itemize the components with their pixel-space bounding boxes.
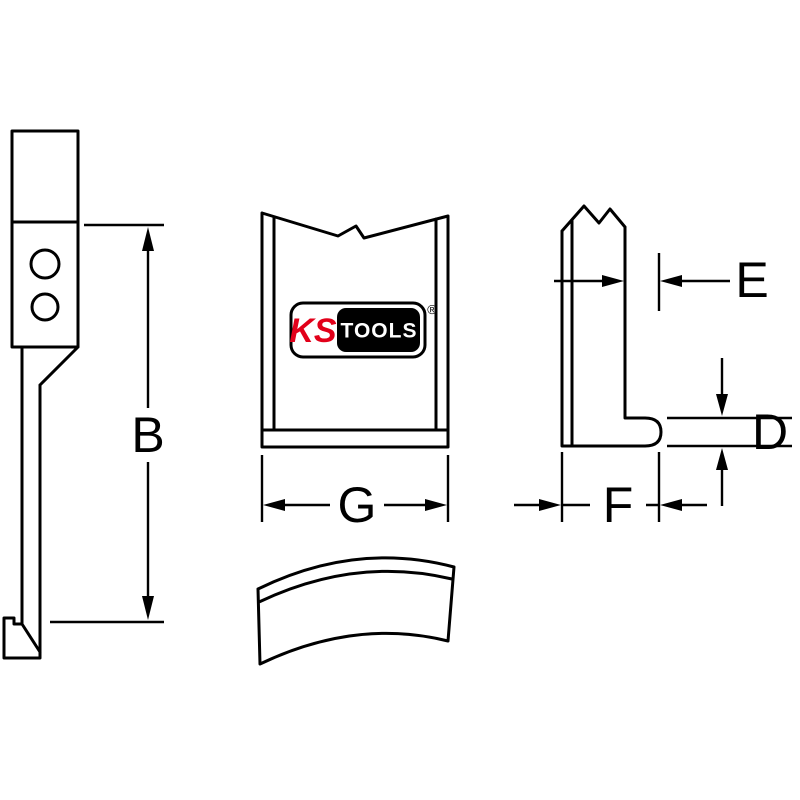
profile-view-outline: [560, 204, 663, 448]
logo-ks-text: KS: [289, 312, 337, 350]
dimension-b-extension-lines: [50, 223, 164, 624]
dimension-d-extension-lines: [667, 416, 792, 448]
dimension-d-arrow-up-icon: [716, 448, 728, 470]
blade-top-view: [256, 556, 456, 666]
dimension-e-label: E: [735, 252, 768, 308]
dimension-e-arrow-right-icon: [602, 275, 624, 287]
dimension-g: G: [260, 455, 450, 533]
dimension-g-extension-lines: [260, 455, 450, 522]
dimension-f-extension-lines: [560, 452, 661, 522]
dimension-b: B: [50, 223, 165, 624]
front-view-outline: [260, 211, 450, 449]
side-view-leg: [2, 129, 80, 660]
dimension-d-label: D: [752, 404, 788, 460]
dimension-f-arrow-right-icon: [539, 499, 561, 511]
side-view-outline: [2, 129, 80, 660]
logo-tools-text: TOOLS: [341, 320, 418, 343]
dimension-b-arrow-down-icon: [142, 596, 154, 620]
dimension-b-label: B: [131, 407, 164, 463]
dimension-g-arrow-left-icon: [263, 499, 285, 511]
blade-top-view-outline: [256, 556, 456, 666]
dimension-d-arrow-down-icon: [716, 394, 728, 416]
logo-registered-mark: ®: [427, 302, 437, 317]
front-view-blade: KS TOOLS ®: [260, 211, 450, 449]
dimension-d: D: [667, 358, 792, 506]
lower-hole-icon: [30, 292, 60, 322]
dimension-b-arrow-up-icon: [142, 227, 154, 251]
dimension-f-label: F: [603, 477, 634, 533]
ks-tools-logo: KS TOOLS ®: [289, 301, 437, 359]
profile-view-blade: [560, 204, 663, 448]
dimension-e-arrow-left-icon: [660, 275, 682, 287]
upper-hole-icon: [29, 248, 61, 280]
dimension-g-label: G: [338, 477, 377, 533]
dimension-f: F: [514, 452, 707, 533]
dimension-f-arrow-left-icon: [660, 499, 682, 511]
dimension-e: E: [554, 252, 769, 311]
dimension-g-arrow-right-icon: [425, 499, 447, 511]
logo-inner-black-pill: [337, 308, 420, 352]
